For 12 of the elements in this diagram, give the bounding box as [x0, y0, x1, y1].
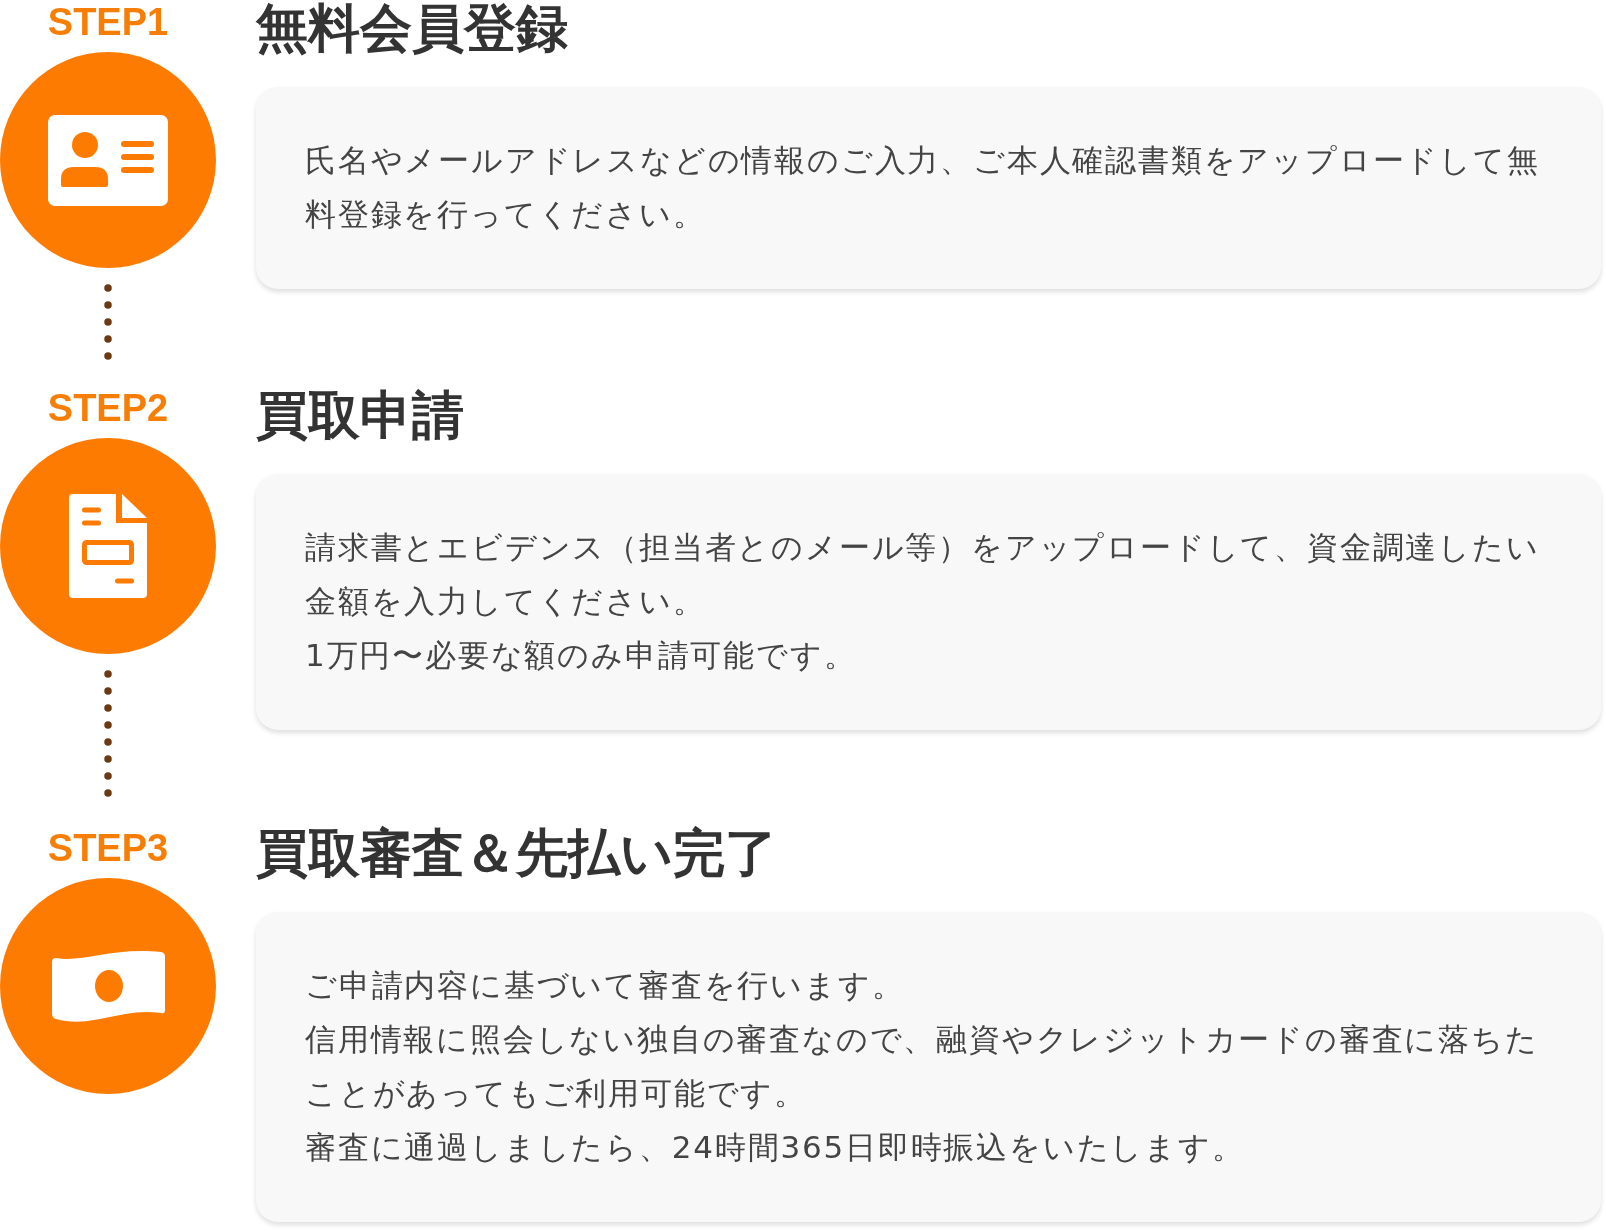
- description-text: 請求書とエビデンス（担当者とのメール等）をアップロードして、資金調達したい金額を入力してください。: [305, 528, 1541, 621]
- description-text: 氏名やメールアドレスなどの情報のご入力、ご本人確認書類をアップロードして無料登録を行ってください。: [305, 141, 1541, 234]
- step-heading: 買取申請: [256, 387, 464, 443]
- step-label: STEP3: [47, 826, 169, 870]
- step-label: STEP1: [47, 0, 169, 44]
- description-text: 信用情報に照会しない独自の審査なので、融資やクレジットカードの審査に落ちたことがあってもご利用可能です。: [305, 1020, 1540, 1113]
- step-heading: 買取審査＆先払い完了: [256, 825, 777, 881]
- description-text: ご申請内容に基づいて審査を行います。: [305, 966, 905, 1005]
- step-heading: 無料会員登録: [256, 0, 568, 56]
- step-label: STEP2: [47, 386, 169, 430]
- description-text: 審査に通過しましたら、24時間365日即時振込をいたします。: [305, 1128, 1245, 1167]
- description-text: 1万円〜必要な額のみ申請可能です。: [305, 636, 857, 675]
